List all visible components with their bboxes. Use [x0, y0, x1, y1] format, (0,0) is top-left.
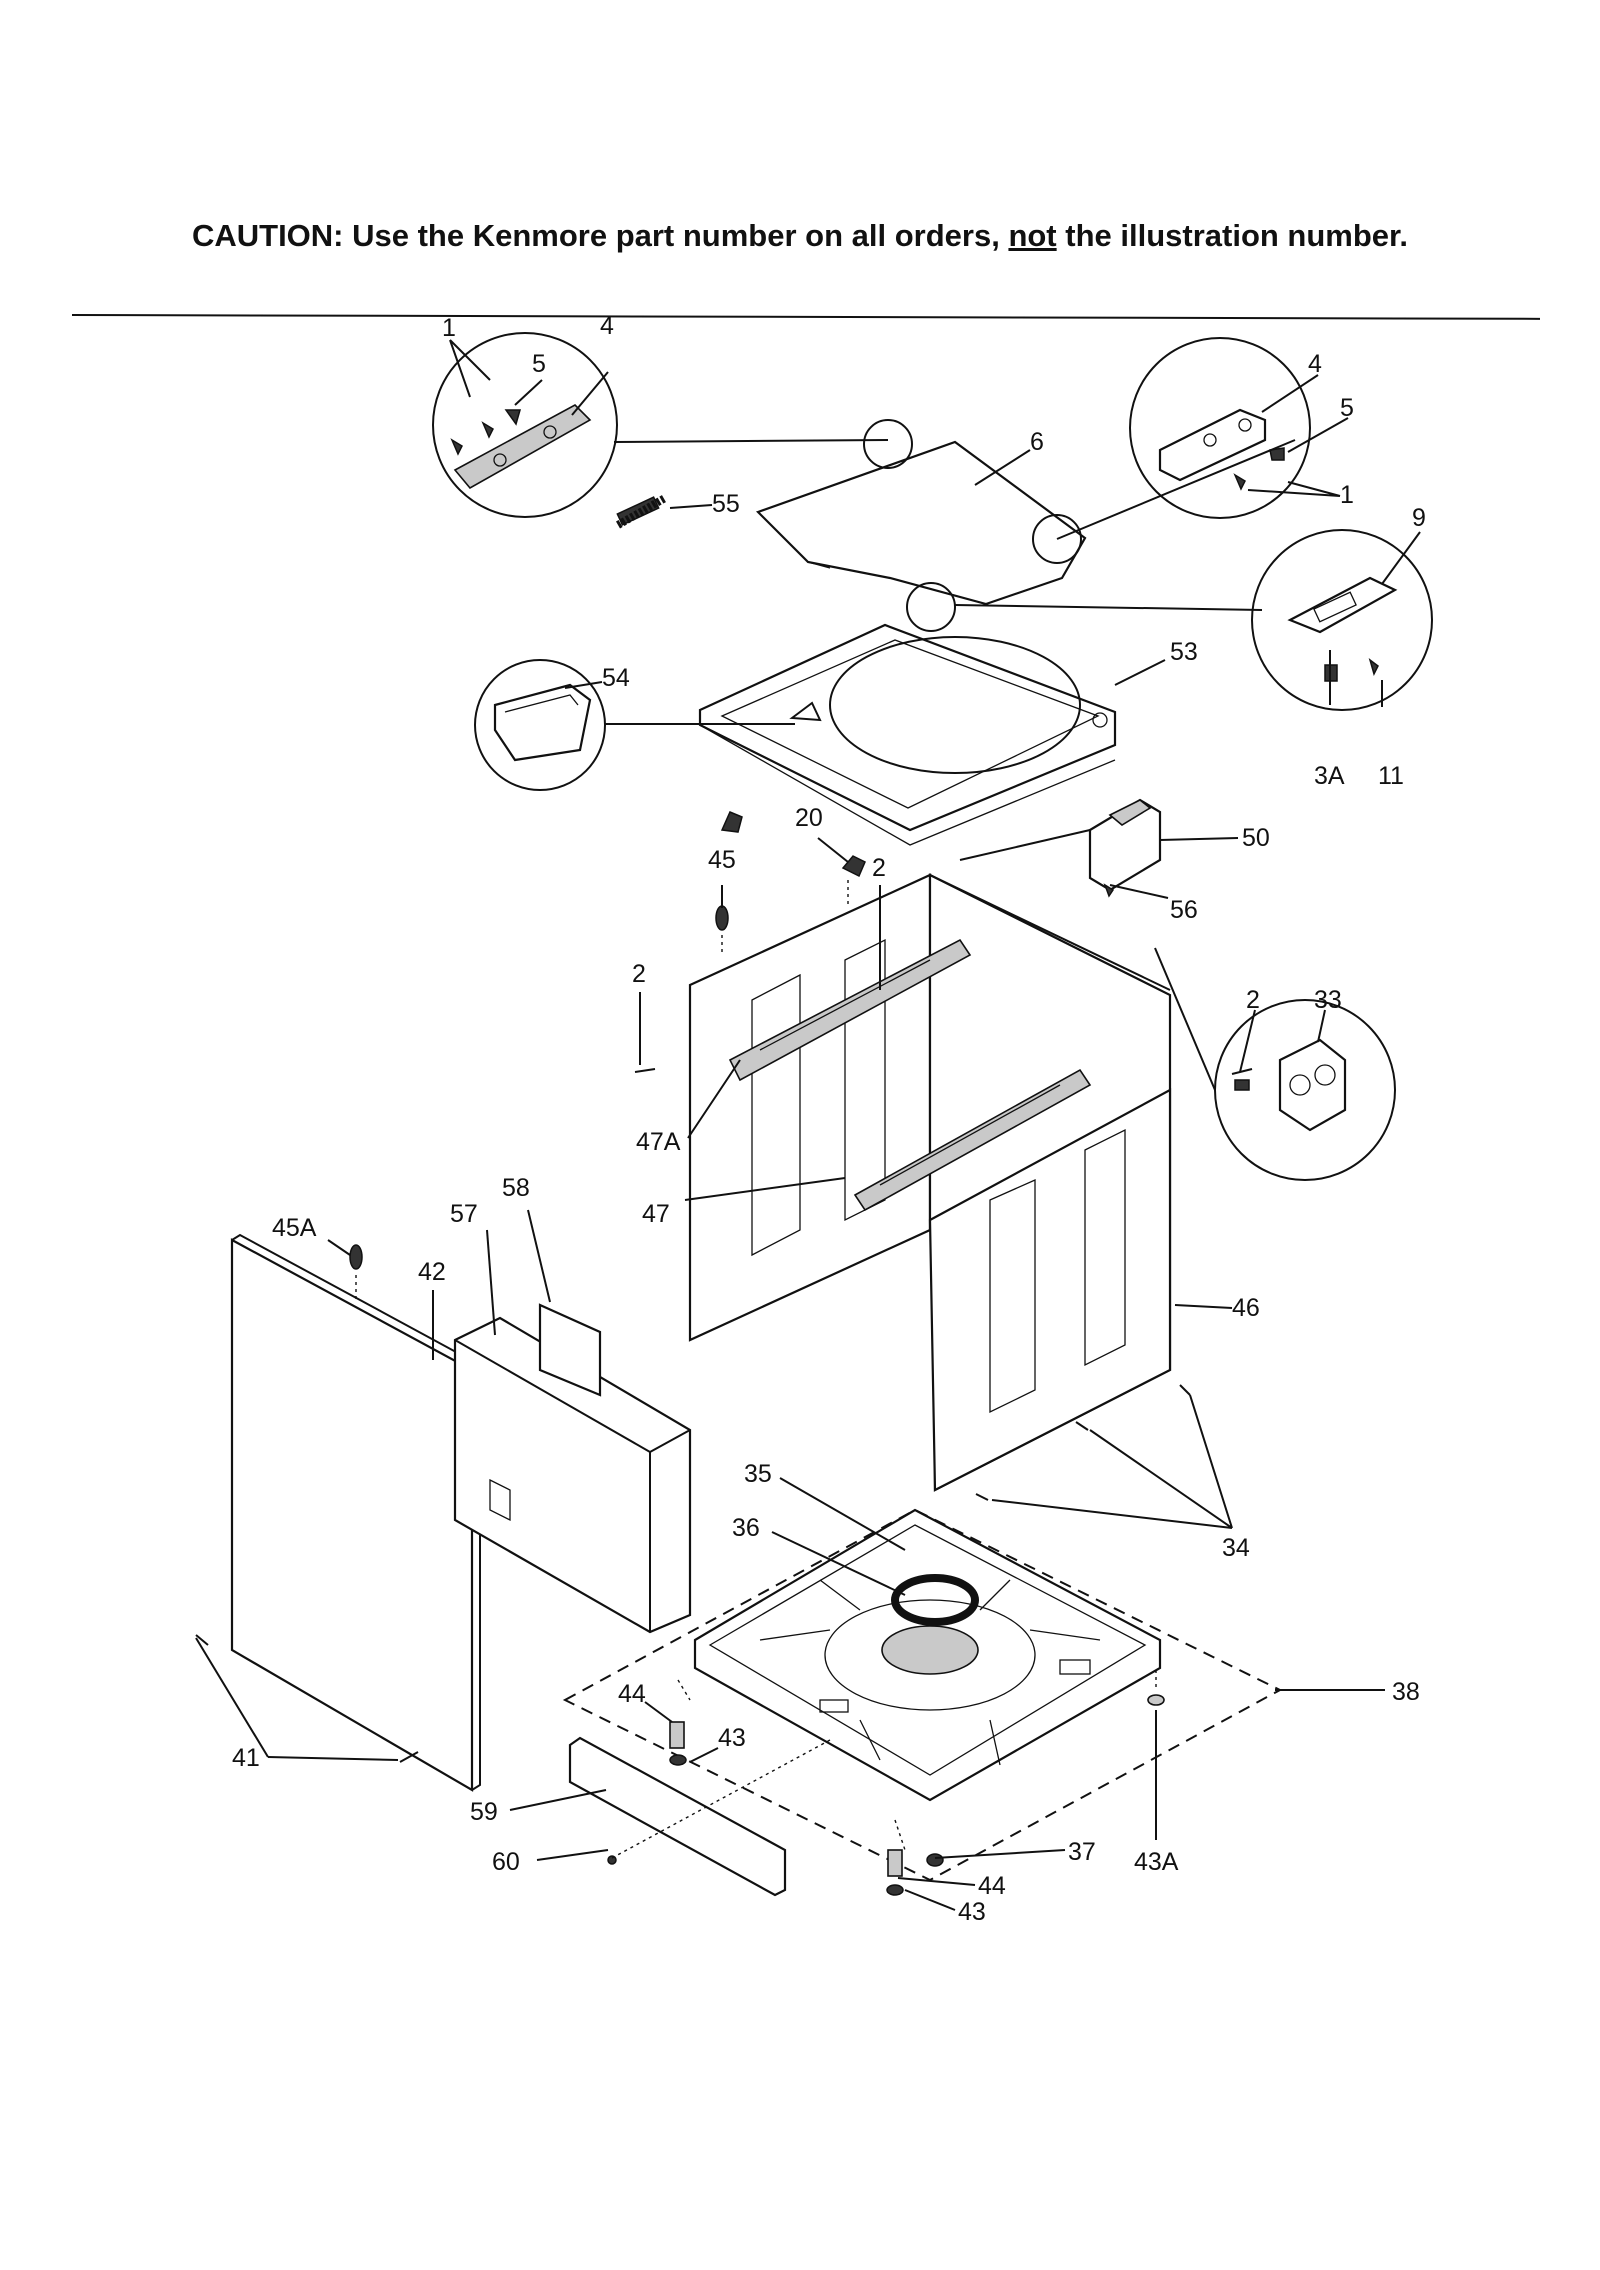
- caution-text-after: the illustration number.: [1056, 218, 1409, 253]
- detail-circle-hinge-left: [432, 332, 618, 518]
- caution-emphasis: not: [1008, 218, 1057, 253]
- callout-6: 6: [1030, 428, 1044, 456]
- detail-circle-dispenser: [474, 659, 606, 791]
- callout-46: 46: [1232, 1294, 1260, 1322]
- callout-47a: 47A: [636, 1128, 681, 1156]
- insulation-pad-57: [453, 1316, 692, 1634]
- callout-3a: 3A: [1314, 762, 1345, 790]
- callout-59: 59: [470, 1798, 498, 1826]
- caution-header: CAUTION: Use the Kenmore part number on …: [0, 218, 1600, 254]
- callout-35: 35: [744, 1460, 772, 1488]
- callout-37: 37: [1068, 1838, 1096, 1866]
- detail-circle-water-valve: [1214, 999, 1396, 1181]
- callout-43-right: 43: [958, 1898, 986, 1926]
- callout-47: 47: [642, 1200, 670, 1228]
- label-58: [538, 1303, 602, 1397]
- callout-1-top-right: 1: [1340, 481, 1354, 509]
- callout-58: 58: [502, 1174, 530, 1202]
- toe-panel-59: [568, 1736, 787, 1897]
- callout-20: 20: [795, 804, 823, 832]
- callout-4-top-right: 4: [1308, 350, 1322, 378]
- cabinet-rear-panel: [688, 873, 932, 1342]
- lid-part: [755, 419, 1087, 632]
- callout-34: 34: [1222, 1534, 1250, 1562]
- base-part: [562, 1508, 1283, 1882]
- callout-9: 9: [1412, 504, 1426, 532]
- connector-lines: [355, 439, 1296, 1859]
- callout-45: 45: [708, 846, 736, 874]
- callout-60: 60: [492, 1848, 520, 1876]
- callout-1-top-left: 1: [442, 314, 456, 342]
- callout-33: 33: [1314, 986, 1342, 1014]
- callout-5-top-right: 5: [1340, 394, 1354, 422]
- callout-4-top-left: 4: [600, 312, 614, 340]
- callout-43-left: 43: [718, 1724, 746, 1752]
- detail-circle-hinge-right: [1129, 337, 1311, 519]
- top-panel-part: [698, 623, 1117, 846]
- switch-part-50: [1088, 798, 1162, 898]
- callout-57: 57: [450, 1200, 478, 1228]
- callout-45a: 45A: [272, 1214, 317, 1242]
- callout-11: 11: [1378, 762, 1404, 790]
- callout-38: 38: [1392, 1678, 1420, 1706]
- callout-labels: 1 5 4 55 6 4 5 1 9 53 54 3A 11 20 50 56 …: [232, 312, 1426, 1926]
- brace-47: [853, 1068, 1092, 1212]
- callout-5-top-left: 5: [532, 350, 546, 378]
- callout-44-right: 44: [978, 1872, 1006, 1900]
- callout-56: 56: [1170, 896, 1198, 924]
- callout-50: 50: [1242, 824, 1270, 852]
- front-panel-42: [230, 1233, 482, 1792]
- callout-36: 36: [732, 1514, 760, 1542]
- callout-42: 42: [418, 1258, 446, 1286]
- callout-54: 54: [602, 664, 630, 692]
- callout-43a: 43A: [1134, 1848, 1179, 1876]
- spring-part-55: [616, 494, 667, 529]
- cabinet-side-panel-46: [928, 873, 1172, 1492]
- caution-text-before: CAUTION: Use the Kenmore part number on …: [191, 218, 1009, 253]
- callout-55: 55: [712, 490, 740, 518]
- callout-53: 53: [1170, 638, 1198, 666]
- callout-44-left: 44: [618, 1680, 646, 1708]
- callout-41: 41: [232, 1744, 260, 1772]
- brace-47a: [728, 938, 972, 1082]
- callout-2-right: 2: [1246, 986, 1260, 1014]
- callout-2-left: 2: [632, 960, 646, 988]
- leader-lines: [195, 339, 1421, 1911]
- detail-circle-lid-switch: [1251, 529, 1433, 711]
- callout-2-top: 2: [872, 854, 886, 882]
